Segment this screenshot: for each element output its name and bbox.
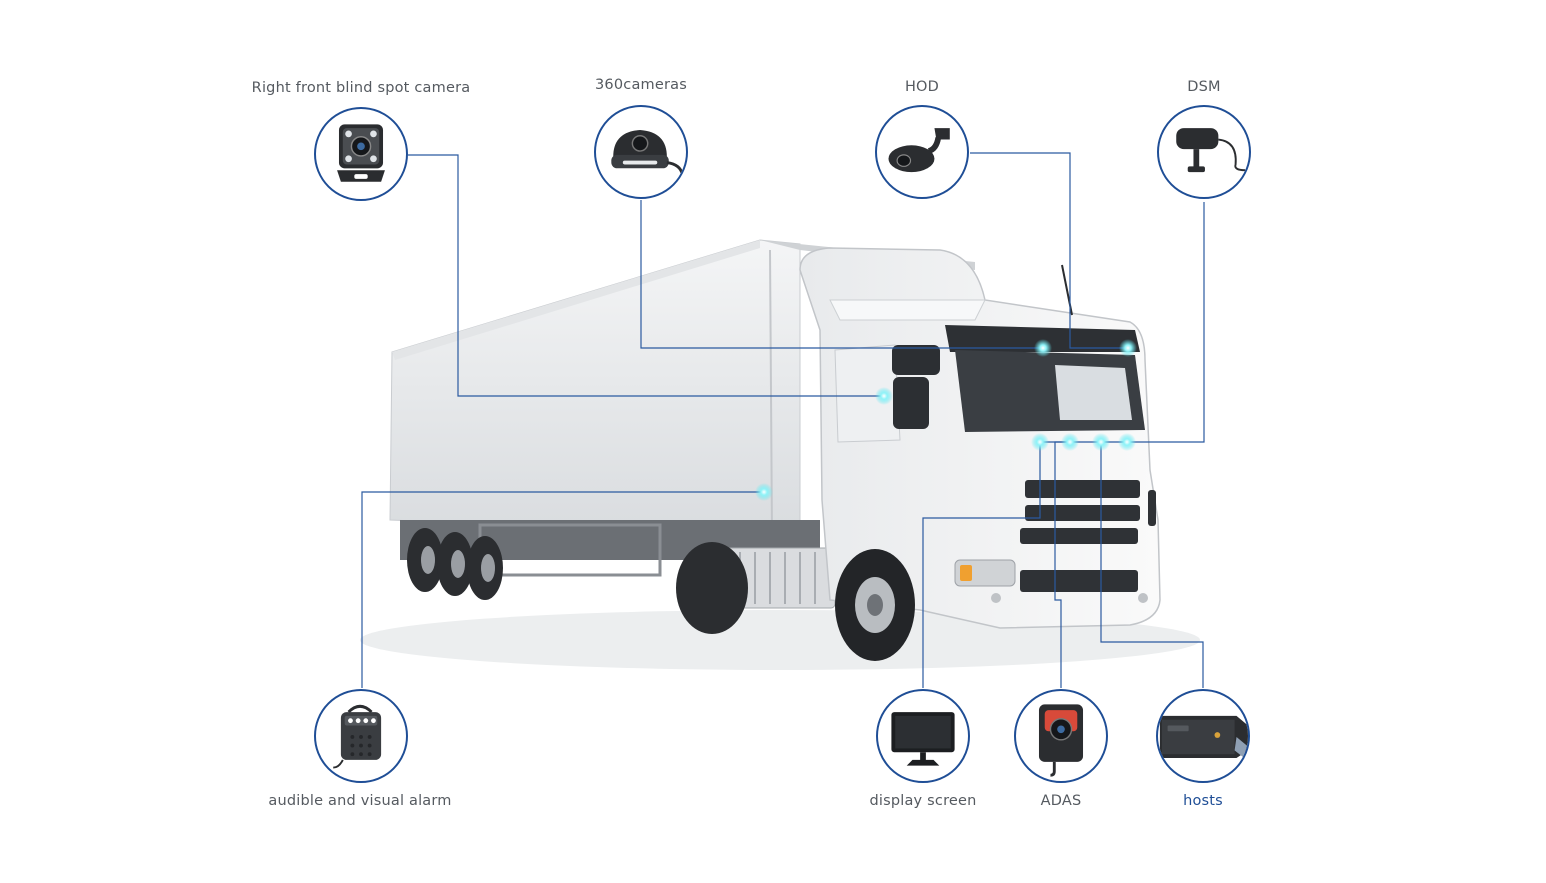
connector-display <box>922 442 1041 688</box>
label-display-screen: display screen <box>869 793 977 809</box>
marker-alarm <box>755 483 773 501</box>
node-360cameras[interactable] <box>594 105 688 199</box>
monitor-icon <box>891 712 955 766</box>
connector-blind-spot <box>408 154 884 397</box>
adas-camera-icon <box>1038 704 1084 777</box>
hod-camera-icon <box>888 128 950 173</box>
label-hod: HOD <box>904 79 940 95</box>
node-hod[interactable] <box>875 105 969 199</box>
node-audible-visual-alarm[interactable] <box>314 689 408 783</box>
node-right-front-blind-spot-camera[interactable] <box>314 107 408 201</box>
node-hosts[interactable] <box>1156 689 1250 783</box>
connector-hosts <box>1100 442 1204 688</box>
node-adas[interactable] <box>1014 689 1108 783</box>
marker-adas <box>1061 433 1079 451</box>
label-right-front-blind-spot-camera: Right front blind spot camera <box>251 80 471 96</box>
marker-points <box>755 339 1137 501</box>
label-hosts: hosts <box>1183 793 1223 809</box>
connector-360 <box>640 200 1043 349</box>
node-dsm[interactable] <box>1157 105 1251 199</box>
marker-hosts <box>1092 433 1110 451</box>
label-360cameras: 360cameras <box>595 77 687 93</box>
connector-alarm <box>361 491 764 688</box>
mdvr-host-icon <box>1159 715 1248 759</box>
label-audible-visual-alarm: audible and visual alarm <box>268 793 452 809</box>
node-display-screen[interactable] <box>876 689 970 783</box>
connector-lines <box>361 152 1205 688</box>
connector-adas <box>1054 441 1070 688</box>
dome-camera-icon <box>611 129 684 175</box>
alarm-speaker-icon <box>333 704 382 769</box>
marker-dsm <box>1118 433 1136 451</box>
marker-display <box>1031 433 1049 451</box>
dsm-camera-icon <box>1176 128 1246 173</box>
blind-spot-camera-icon <box>337 124 385 182</box>
label-dsm: DSM <box>1187 79 1221 95</box>
truck-illustration <box>389 239 1161 661</box>
marker-blind-spot <box>875 387 893 405</box>
connector-hod <box>970 152 1128 349</box>
marker-360 <box>1034 339 1052 357</box>
label-adas: ADAS <box>1040 793 1082 809</box>
marker-hod <box>1119 339 1137 357</box>
